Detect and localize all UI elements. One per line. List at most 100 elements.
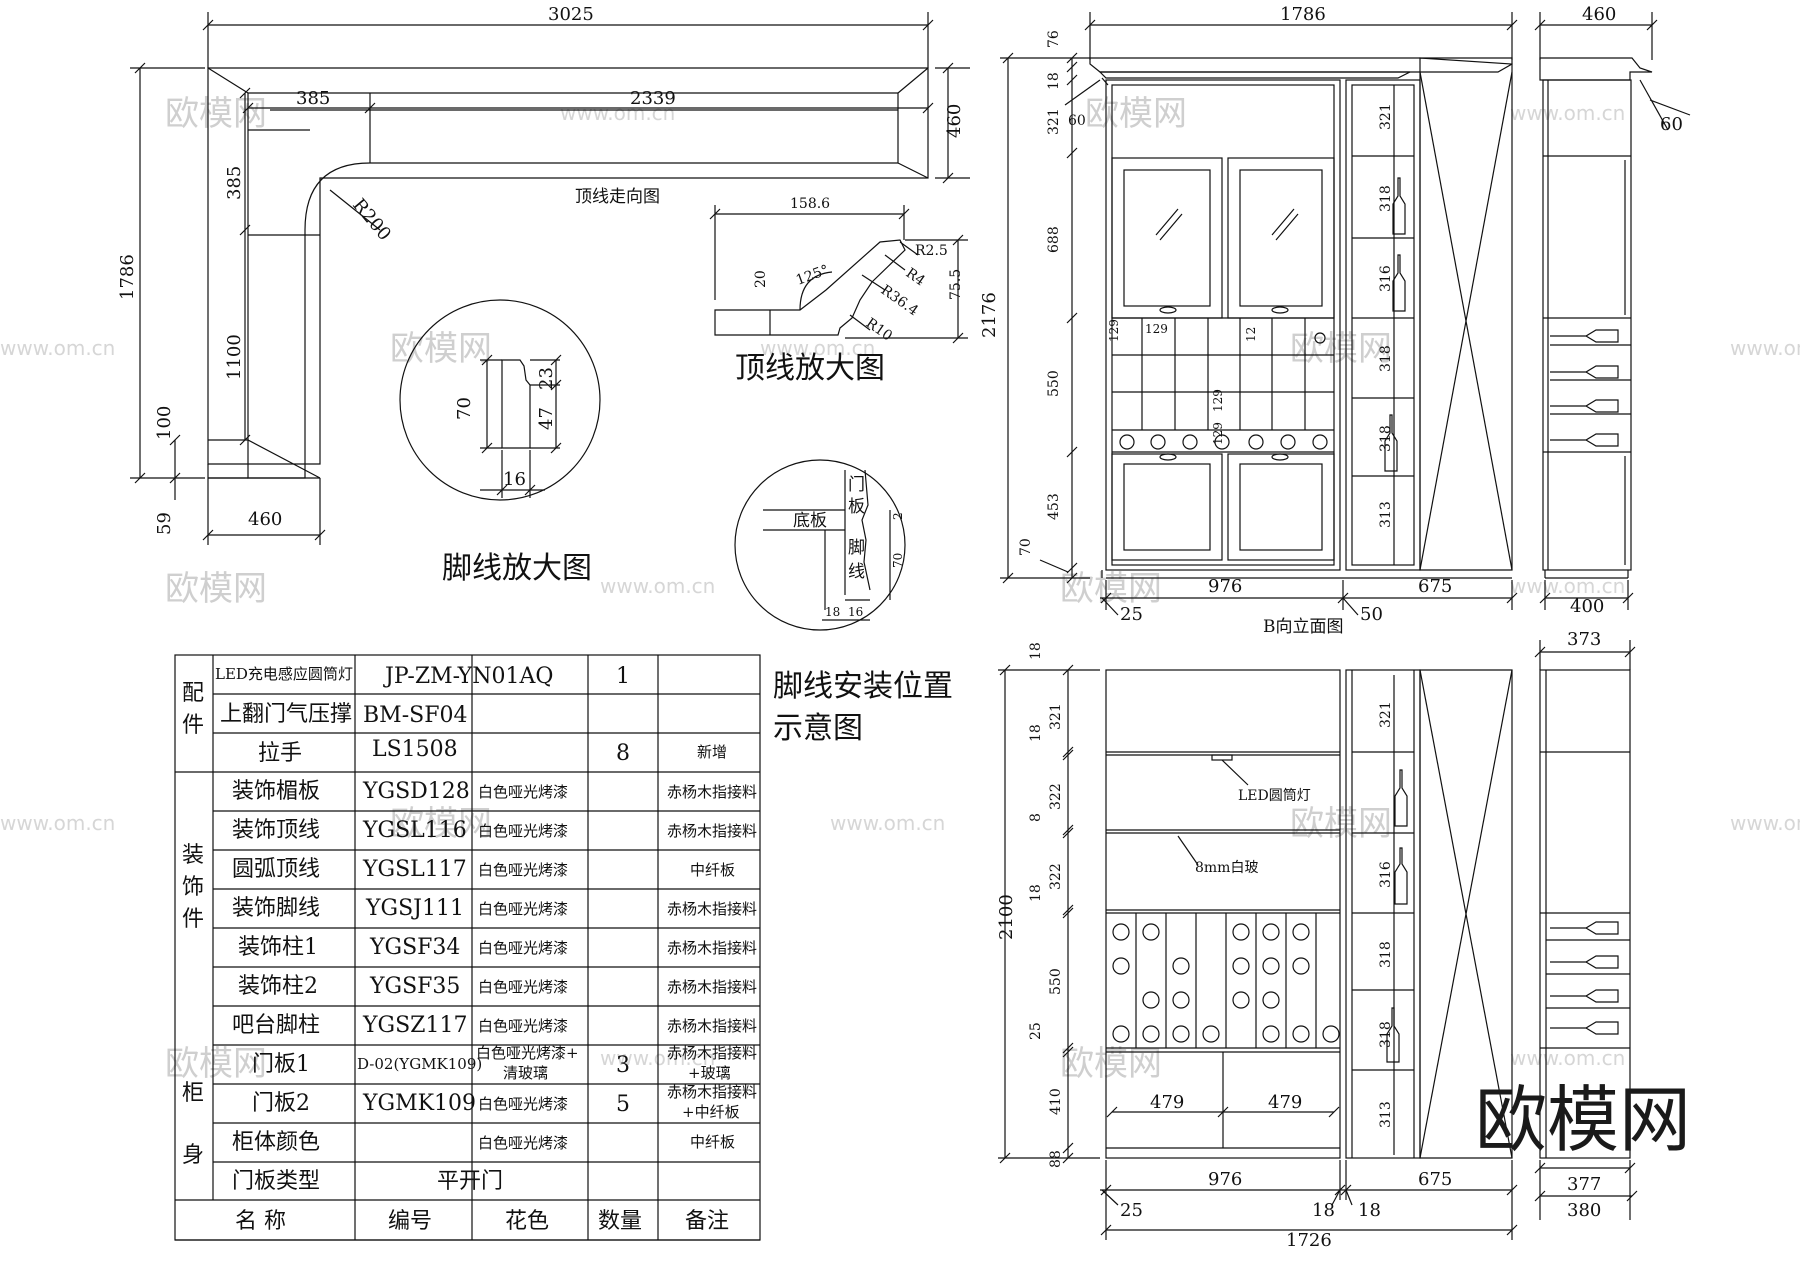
watermarks: 欧模网 www.om.cn 欧模网 www.om.cn www.om.cn 欧模…: [0, 94, 1800, 1084]
dim-label: 25: [1028, 1022, 1044, 1040]
row-note-line1: 赤杨木指接料: [667, 1044, 757, 1062]
group-guishen-2: 身: [182, 1143, 204, 1168]
dim-label: 2339: [630, 88, 676, 109]
watermark-url: www.om.cn: [830, 811, 945, 835]
row-name: 装饰顶线: [232, 818, 320, 843]
dim-label: 377: [1567, 1174, 1601, 1195]
row-code: YGSL117: [362, 857, 467, 882]
row-name: 门板2: [252, 1091, 310, 1116]
dim-label: 18: [1046, 72, 1062, 90]
watermark-text: 欧模网: [165, 569, 267, 609]
watermark-url: www.om.cn: [0, 811, 115, 835]
elevation-lower: LED圆筒灯 8mm白玻 1: [996, 642, 1518, 1251]
install-title: 示意图: [773, 711, 863, 746]
watermark-text: 欧模网: [1290, 329, 1392, 369]
dim-label: 12: [1244, 327, 1258, 342]
row-note: 赤杨木指接料: [667, 1017, 757, 1035]
dim-label: 70: [1018, 538, 1034, 556]
row-color: 白色哑光烤漆: [478, 978, 568, 996]
dim-label: 385: [296, 88, 330, 109]
row-note-line2: +玻璃: [688, 1064, 731, 1082]
row-code: D-02(YGMK109): [357, 1055, 482, 1073]
dim-label: 8: [1028, 813, 1044, 822]
top-plan: 3025 385 2339 460 1786 385 1100 100 59 4…: [117, 4, 970, 545]
dim-label: 25: [1120, 604, 1143, 625]
dim-label: 60: [1068, 113, 1086, 129]
dim-label: R200: [348, 195, 395, 245]
dim-label: 25: [1120, 1200, 1143, 1221]
row-note: 中纤板: [690, 861, 735, 879]
dim-label: 18: [1028, 642, 1044, 660]
dim-label: 50: [1360, 604, 1383, 625]
dim-label: 976: [1208, 1169, 1242, 1190]
dim-label: 479: [1268, 1092, 1302, 1113]
row-note: 中纤板: [690, 1133, 735, 1151]
dim-label: 675: [1418, 1169, 1452, 1190]
bottle-ends-lower: [1112, 923, 1340, 1043]
dim-label: 18: [825, 605, 840, 619]
side-upper: 460 60 400: [1534, 4, 1691, 617]
row-color: 白色哑光烤漆: [478, 1017, 568, 1035]
install-detail: 底板 门 板 脚 线 2 70 18 16 脚线安装位置 示意图: [734, 459, 953, 746]
plan-title: 顶线走向图: [575, 187, 660, 207]
watermark-text: 欧模网: [1085, 94, 1187, 134]
row-name: 门板1: [252, 1052, 310, 1077]
row-name: 圆弧顶线: [232, 857, 320, 882]
row-note-line1: 赤杨木指接料: [667, 1083, 757, 1101]
dim-label: 321: [1378, 701, 1394, 728]
watermark-text: 欧模网: [1060, 569, 1162, 609]
dim-label: 550: [1048, 968, 1064, 995]
dim-label: 318: [1378, 941, 1394, 968]
label-foot: 线: [848, 562, 865, 582]
dim-label: 460: [248, 509, 282, 530]
dim-label: 158.6: [790, 196, 830, 212]
label-foot: 脚: [848, 538, 865, 558]
watermark-text: 欧模网: [165, 94, 267, 134]
row-name: 上翻门气压撑: [220, 702, 352, 727]
row-qty: 8: [616, 741, 630, 766]
label-led-light: LED圆筒灯: [1238, 787, 1311, 804]
group-zhuangshi-1: 装: [182, 843, 204, 868]
watermark-text: 欧模网: [1060, 1044, 1162, 1084]
row-code: BM-SF04: [363, 703, 467, 728]
row-code: LS1508: [372, 737, 458, 762]
row-name: 吧台脚柱: [232, 1013, 320, 1038]
dim-label: 321: [1048, 703, 1064, 730]
row-name: 装饰楣板: [232, 779, 320, 804]
dim-label: 2: [891, 512, 905, 520]
dim-label: R2.5: [915, 243, 948, 259]
watermark-url: www.om.cn: [1510, 1046, 1625, 1070]
dim-label: 3025: [548, 4, 594, 25]
header-note: 备注: [685, 1209, 729, 1234]
side-lower: 373 377 380: [1534, 629, 1638, 1221]
dim-label: 322: [1048, 863, 1064, 890]
label-door: 板: [848, 497, 865, 517]
dim-label: 20: [753, 270, 769, 288]
dim-label: 2176: [979, 292, 1000, 338]
group-peijian-1: 配: [182, 681, 204, 706]
header-code: 编号: [388, 1209, 432, 1234]
dim-label: 410: [1048, 1088, 1064, 1115]
dim-label: 313: [1378, 501, 1394, 528]
dim-label: 976: [1208, 576, 1242, 597]
dim-label: 1726: [1286, 1230, 1332, 1251]
watermark-text: 欧模网: [390, 329, 492, 369]
row-note: 赤杨木指接料: [667, 900, 757, 918]
dim-label: 47: [536, 407, 557, 430]
header-color: 花色: [505, 1209, 549, 1234]
install-title: 脚线安装位置: [773, 669, 953, 704]
row-name: 装饰脚线: [232, 896, 320, 921]
elevation-caption: B向立面图: [1263, 617, 1344, 637]
row-color: 白色哑光烤漆: [478, 861, 568, 879]
foot-detail: 23 47 70 16 脚线放大图: [399, 299, 601, 586]
dim-label: 321: [1046, 108, 1062, 135]
watermark-url: www.om.cn: [1730, 336, 1800, 360]
row-note: 赤杨木指接料: [667, 783, 757, 801]
dim-label: 129: [1145, 322, 1168, 336]
label-base: 底板: [793, 511, 827, 531]
wine-grid-lower: [1135, 913, 1317, 1048]
dim-label: 550: [1046, 370, 1062, 397]
watermark-url: www.om.cn: [1510, 101, 1625, 125]
